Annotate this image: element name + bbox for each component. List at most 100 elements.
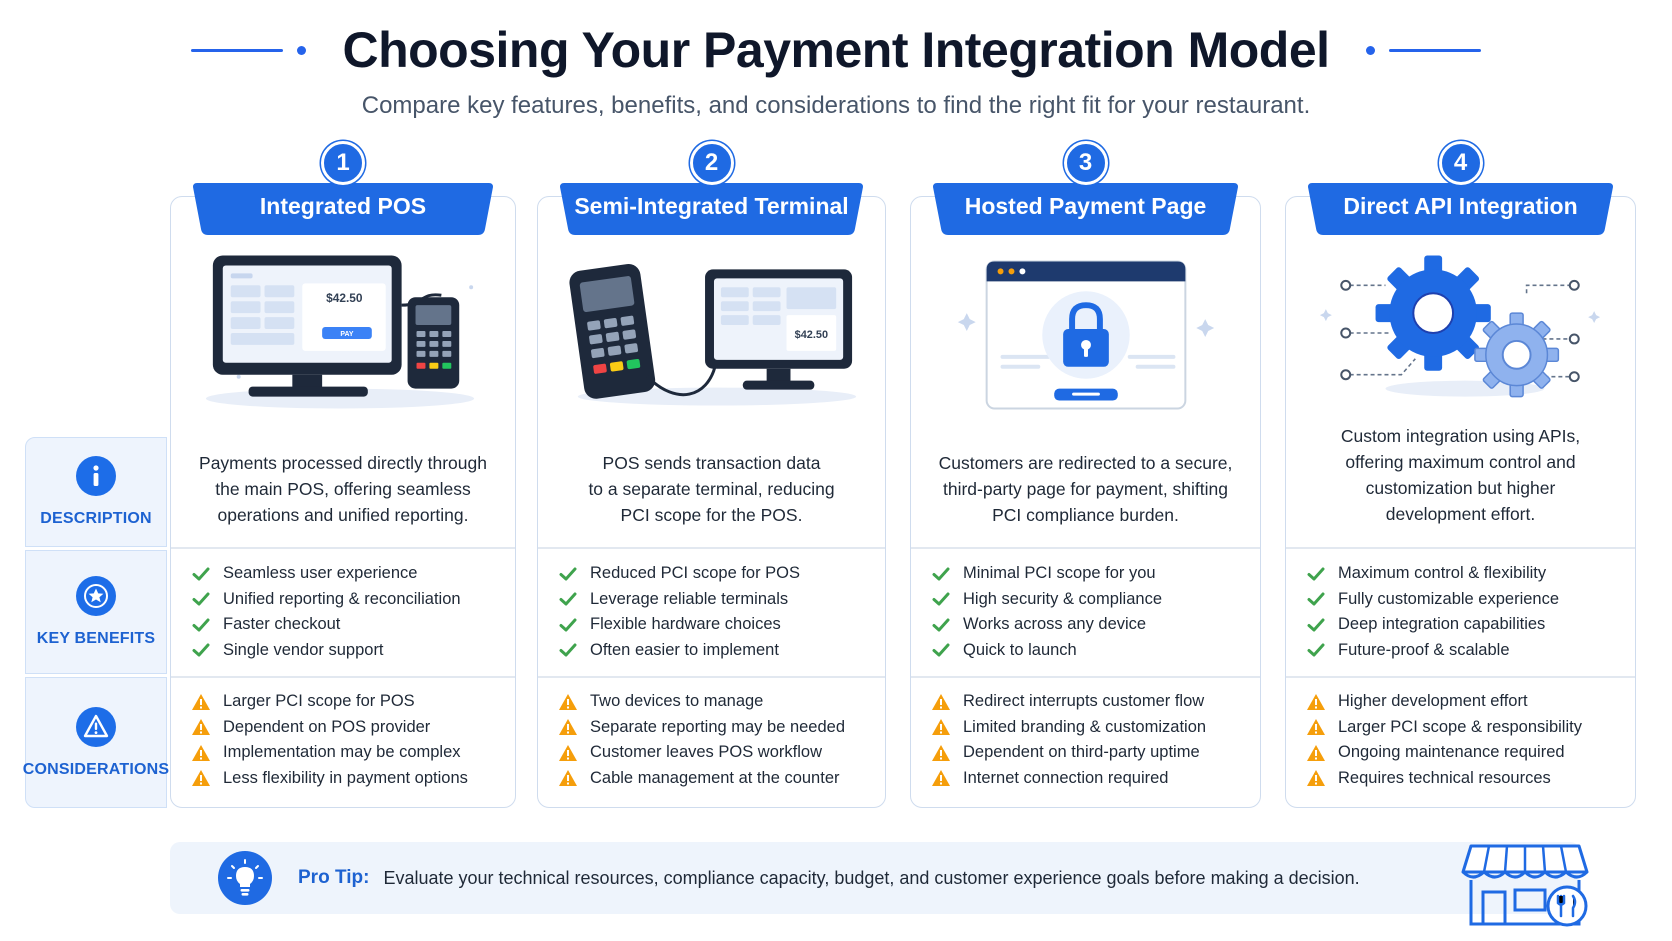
benefit-item: Seamless user experience (191, 561, 507, 587)
page-subtitle: Compare key features, benefits, and cons… (361, 92, 1311, 119)
benefit-item: Deep integration capabilities (1306, 612, 1627, 638)
restaurant-storefront-icon (1455, 830, 1595, 930)
warning-triangle-icon (932, 744, 950, 761)
warning-triangle-icon (559, 719, 577, 736)
benefit-item: Leverage reliable terminals (558, 587, 877, 613)
warning-triangle-icon (559, 693, 577, 710)
consideration-item: Internet connection required (931, 766, 1252, 792)
benefit-item: Fully customizable experience (1306, 587, 1627, 613)
consideration-item: Redirect interrupts customer flow (931, 689, 1252, 715)
check-icon (559, 567, 577, 581)
screen-amount: $42.50 (795, 329, 828, 341)
considerations-list: Higher development effort Larger PCI sco… (1306, 689, 1627, 791)
warning-triangle-icon (559, 770, 577, 787)
benefits-list: Reduced PCI scope for POS Leverage relia… (558, 561, 877, 663)
check-icon (932, 567, 950, 581)
column-card-integrated-pos: 1 Integrated POS $42.50 PAY (170, 141, 516, 808)
consideration-item: Dependent on third-party uptime (931, 740, 1252, 766)
considerations-list: Larger PCI scope for POS Dependent on PO… (191, 689, 507, 791)
consideration-item: Dependent on POS provider (191, 715, 507, 741)
column-title-ribbon: Semi-Integrated Terminal (560, 183, 863, 235)
benefit-item: Quick to launch (931, 638, 1252, 664)
warning-triangle-icon (1307, 693, 1325, 710)
benefit-item: Future-proof & scalable (1306, 638, 1627, 664)
warning-triangle-icon (192, 744, 210, 761)
description-line: the main POS, offering seamless (215, 479, 471, 499)
row-label-description: DESCRIPTION (25, 437, 167, 547)
consideration-item: Cable management at the counter (558, 766, 877, 792)
benefits-list: Seamless user experience Unified reporti… (191, 561, 507, 663)
description-line: Customers are redirected to a secure, (938, 453, 1233, 473)
row-label-text: DESCRIPTION (40, 510, 152, 527)
description-line: Payments processed directly through (199, 453, 487, 473)
header: Choosing Your Payment Integration Model (0, 18, 1672, 82)
benefit-item: Reduced PCI scope for POS (558, 561, 877, 587)
check-icon (192, 618, 210, 632)
benefits-list: Maximum control & flexibility Fully cust… (1306, 561, 1627, 663)
consideration-item: Larger PCI scope for POS (191, 689, 507, 715)
benefit-item: Unified reporting & reconciliation (191, 587, 507, 613)
warning-icon (76, 706, 116, 747)
benefit-item: Single vendor support (191, 638, 507, 664)
check-icon (559, 592, 577, 606)
consideration-item: Requires technical resources (1306, 766, 1627, 792)
consideration-item: Customer leaves POS workflow (558, 740, 877, 766)
pro-tip-label: Pro Tip: (298, 867, 370, 888)
benefit-item: Minimal PCI scope for you (931, 561, 1252, 587)
check-icon (559, 618, 577, 632)
description-line: customization but higher (1365, 478, 1556, 498)
check-icon (192, 643, 210, 657)
considerations-list: Redirect interrupts customer flow Limite… (931, 689, 1252, 791)
lightbulb-icon (218, 851, 272, 905)
description-line: to a separate terminal, reducing (588, 479, 835, 499)
check-icon (932, 592, 950, 606)
consideration-item: Two devices to manage (558, 689, 877, 715)
column-title-ribbon: Direct API Integration (1308, 183, 1613, 235)
considerations-list: Two devices to manage Separate reporting… (558, 689, 877, 791)
column-description: Customers are redirected to a secure, th… (925, 433, 1246, 545)
pro-tip-banner: Pro Tip: Evaluate your technical resourc… (170, 842, 1580, 914)
consideration-item: Ongoing maintenance required (1306, 740, 1627, 766)
column-card-hosted-payment-page: 3 Hosted Payment Page Customers are redi… (910, 141, 1261, 808)
check-icon (1307, 618, 1325, 632)
consideration-item: Implementation may be complex (191, 740, 507, 766)
warning-triangle-icon (1307, 744, 1325, 761)
consideration-item: Limited branding & customization (931, 715, 1252, 741)
consideration-item: Larger PCI scope & responsibility (1306, 715, 1627, 741)
column-number-badge: 2 (689, 141, 734, 185)
description-line: development effort. (1385, 504, 1536, 524)
column-number-badge: 4 (1438, 141, 1483, 185)
row-label-considerations: CONSIDERATIONS (22, 677, 170, 808)
warning-triangle-icon (1307, 719, 1325, 736)
pro-tip-text: Evaluate your technical resources, compl… (383, 867, 1360, 888)
column-title: Direct API Integration (1343, 193, 1578, 219)
benefit-item: Often easier to implement (558, 638, 877, 664)
description-line: Custom integration using APIs, (1340, 426, 1581, 446)
row-label-text: CONSIDERATIONS (22, 760, 170, 778)
benefit-item: Flexible hardware choices (558, 612, 877, 638)
check-icon (192, 592, 210, 606)
column-description: Custom integration using APIs, offering … (1300, 419, 1621, 531)
benefits-list: Minimal PCI scope for you High security … (931, 561, 1252, 663)
column-number-badge: 1 (321, 141, 365, 185)
warning-triangle-icon (559, 744, 577, 761)
warning-triangle-icon (932, 693, 950, 710)
title-decoration-right (1365, 45, 1481, 55)
check-icon (932, 618, 950, 632)
consideration-item: Separate reporting may be needed (558, 715, 877, 741)
benefit-item: Works across any device (931, 612, 1252, 638)
description-line: third-party page for payment, shifting (942, 479, 1228, 499)
warning-triangle-icon (192, 719, 210, 736)
warning-triangle-icon (1307, 770, 1325, 787)
column-description: POS sends transaction data to a separate… (552, 433, 871, 545)
warning-triangle-icon (932, 770, 950, 787)
benefit-item: Maximum control & flexibility (1306, 561, 1627, 587)
description-line: POS sends transaction data (602, 453, 821, 473)
benefit-item: High security & compliance (931, 587, 1252, 613)
column-title: Integrated POS (259, 193, 427, 219)
page-title: Choosing Your Payment Integration Model (342, 22, 1330, 78)
column-title: Hosted Payment Page (964, 193, 1207, 219)
check-icon (1307, 592, 1325, 606)
check-icon (559, 643, 577, 657)
screen-amount: $42.50 (326, 291, 363, 305)
